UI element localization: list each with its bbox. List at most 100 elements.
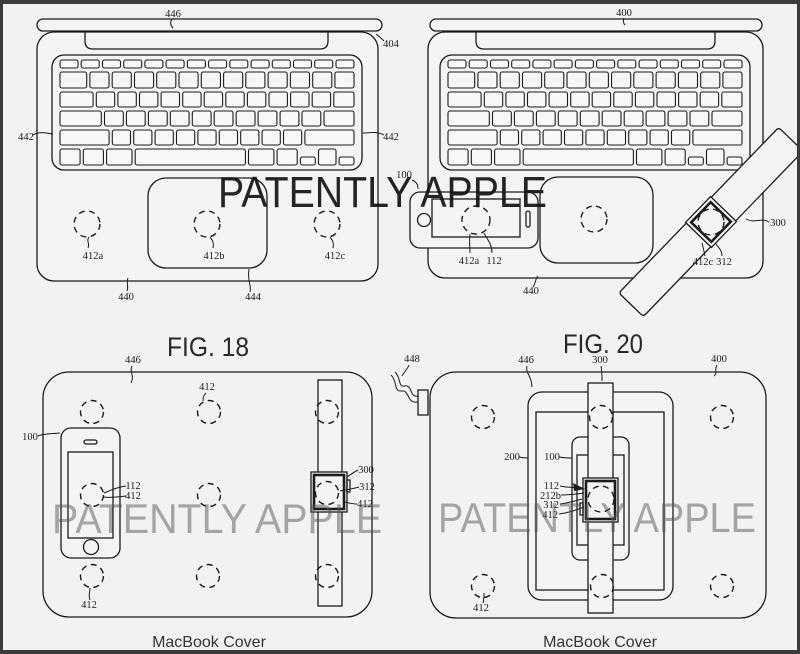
keyboard-key <box>271 59 291 69</box>
keyboard-key <box>670 129 691 146</box>
ref-label: 100 <box>22 432 38 443</box>
keyboard-key <box>628 129 648 146</box>
ref-label: 412c <box>325 251 346 262</box>
coil-412b <box>580 205 608 233</box>
hinge-inset <box>475 32 716 50</box>
cover-coil <box>195 563 221 589</box>
laptop-lid-edge <box>36 18 383 32</box>
keyboard-outline <box>439 54 751 171</box>
keyboard-key <box>103 110 124 127</box>
watch-crown <box>579 502 584 516</box>
keyboard-key <box>59 91 94 108</box>
keyboard-key <box>585 129 605 146</box>
speaker-slot <box>525 210 531 228</box>
ref-label: 412 <box>125 491 141 502</box>
frame-right <box>797 0 800 654</box>
keyboard-key <box>208 59 228 69</box>
keyboard-key <box>633 71 654 89</box>
ref-label: 300 <box>358 465 374 476</box>
keyboard-key <box>111 129 132 146</box>
keyboard-key <box>726 156 743 166</box>
watch-coil <box>587 485 615 513</box>
coil-412c <box>313 210 341 238</box>
keyboard-key <box>323 110 355 127</box>
watch-crown <box>346 479 351 493</box>
keyboard-key <box>542 129 562 146</box>
ref-label: 112 <box>125 481 140 492</box>
keyboard-key <box>186 59 206 69</box>
fig20-macbook-cover: FIG. 20 <box>390 329 767 651</box>
cover-coil <box>709 573 735 599</box>
keyboard-key <box>723 59 743 69</box>
watermark-bottom-right: PATENTLY APPLE <box>438 494 756 541</box>
keyboard-key <box>111 71 132 89</box>
keyboard-key <box>557 110 578 127</box>
ref-label: 412 <box>199 382 215 393</box>
keyboard-key <box>699 91 720 108</box>
watermark-top: PATENTLY APPLE <box>218 168 547 217</box>
cover-coil <box>79 482 105 508</box>
keyboard-key <box>692 129 743 146</box>
ref-label: 412 <box>542 510 558 521</box>
fig18-caption: MacBook Cover <box>152 634 266 651</box>
cable-plug <box>417 389 429 416</box>
fig20-macbook-top-view: 400 100 412a 112 440 300 412c 312 <box>396 8 800 316</box>
keyboard-key <box>292 59 313 69</box>
keyboard-key <box>229 59 249 69</box>
keyboard-key <box>579 110 600 127</box>
keyboard-key <box>117 91 137 108</box>
hinge-inset <box>84 32 329 50</box>
keyboard-key <box>645 110 666 127</box>
keyboard-key <box>664 148 686 166</box>
ref-label: 412 <box>357 499 373 510</box>
keyboard-key <box>470 148 492 166</box>
keyboard-key <box>553 59 573 69</box>
fig18-title: FIG. 18 <box>167 332 249 362</box>
cover-coil <box>196 482 222 508</box>
keyboard-key <box>606 129 627 146</box>
coil-412b <box>193 210 221 238</box>
keyboard-key <box>521 129 541 146</box>
keyboard-key <box>304 129 355 146</box>
keyboard-key <box>59 110 102 127</box>
keyboard-key <box>447 71 476 89</box>
keyboard-key <box>191 110 212 127</box>
keyboard-key <box>548 91 569 108</box>
keyboard-key <box>123 59 143 69</box>
keyboard-key <box>667 110 688 127</box>
keyboard-key <box>59 71 88 89</box>
keyboard-key <box>218 129 239 146</box>
keyboard-key <box>311 91 332 108</box>
keyboard-key <box>134 148 246 166</box>
apple-watch-vertical <box>310 379 351 607</box>
cover-coil <box>79 563 105 589</box>
keyboard-key <box>677 71 699 89</box>
keyboard-key <box>447 148 469 166</box>
fig18-macbook-cover: FIG. 18 44 <box>22 332 375 651</box>
keyboard-key <box>721 91 743 108</box>
keyboard-key <box>513 110 534 127</box>
ref-label: 200 <box>504 452 520 463</box>
keyboard-key <box>182 91 202 108</box>
ref-label: 446 <box>165 9 181 20</box>
frame-left <box>0 0 3 654</box>
keyboard-keys <box>59 59 355 166</box>
fig18-macbook-top-view: 446 404 442 442 412a 412b 412c 440 444 <box>18 9 400 303</box>
apple-watch-vertical <box>579 382 619 614</box>
ref-label: 300 <box>770 218 786 229</box>
ref-label: 300 <box>592 355 608 366</box>
cover-outline <box>429 371 767 619</box>
iphone-landscape <box>409 191 539 249</box>
keyboard-key <box>689 110 710 127</box>
ref-label: 412c <box>693 257 714 268</box>
keyboard-key <box>521 71 543 89</box>
keyboard-key <box>702 59 722 69</box>
power-cable <box>390 371 429 416</box>
keyboard-key <box>106 148 133 166</box>
keyboard-key <box>544 71 565 89</box>
keyboard-key <box>317 148 337 166</box>
cover-coil <box>470 573 496 599</box>
keyboard-key <box>634 91 655 108</box>
keyboard-key <box>447 129 498 146</box>
